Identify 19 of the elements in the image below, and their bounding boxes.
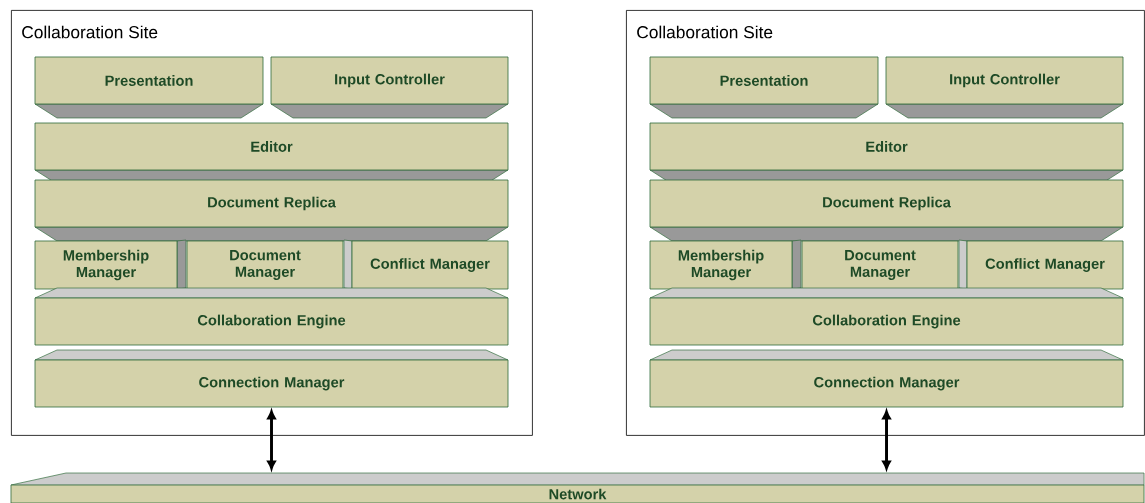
layer-box: Connection Manager bbox=[649, 349, 1124, 408]
layer-box: Connection Manager bbox=[34, 349, 509, 408]
layer-box: Input Controller bbox=[270, 56, 509, 119]
layer-box: Conflict Manager bbox=[958, 239, 1124, 290]
layer-box: Input Controller bbox=[885, 56, 1124, 119]
layer-box: Collaboration Engine bbox=[34, 287, 509, 346]
layer-box: Editor bbox=[34, 122, 509, 185]
layer-box: Document Manager bbox=[801, 240, 959, 290]
network-bar: Network bbox=[10, 472, 1145, 503]
layer-box: Document Manager bbox=[186, 240, 344, 290]
layer-box: Document Replica bbox=[34, 179, 509, 242]
layer-box: Membership Manager bbox=[34, 239, 187, 290]
layer-box: Collaboration Engine bbox=[649, 287, 1124, 346]
layer-box: Conflict Manager bbox=[343, 239, 509, 290]
layer-box: Editor bbox=[649, 122, 1124, 185]
layer-box: Presentation bbox=[34, 56, 264, 119]
layer-box: Membership Manager bbox=[649, 239, 802, 290]
layer-box: Presentation bbox=[649, 56, 879, 119]
layer-box: Document Replica bbox=[649, 179, 1124, 242]
